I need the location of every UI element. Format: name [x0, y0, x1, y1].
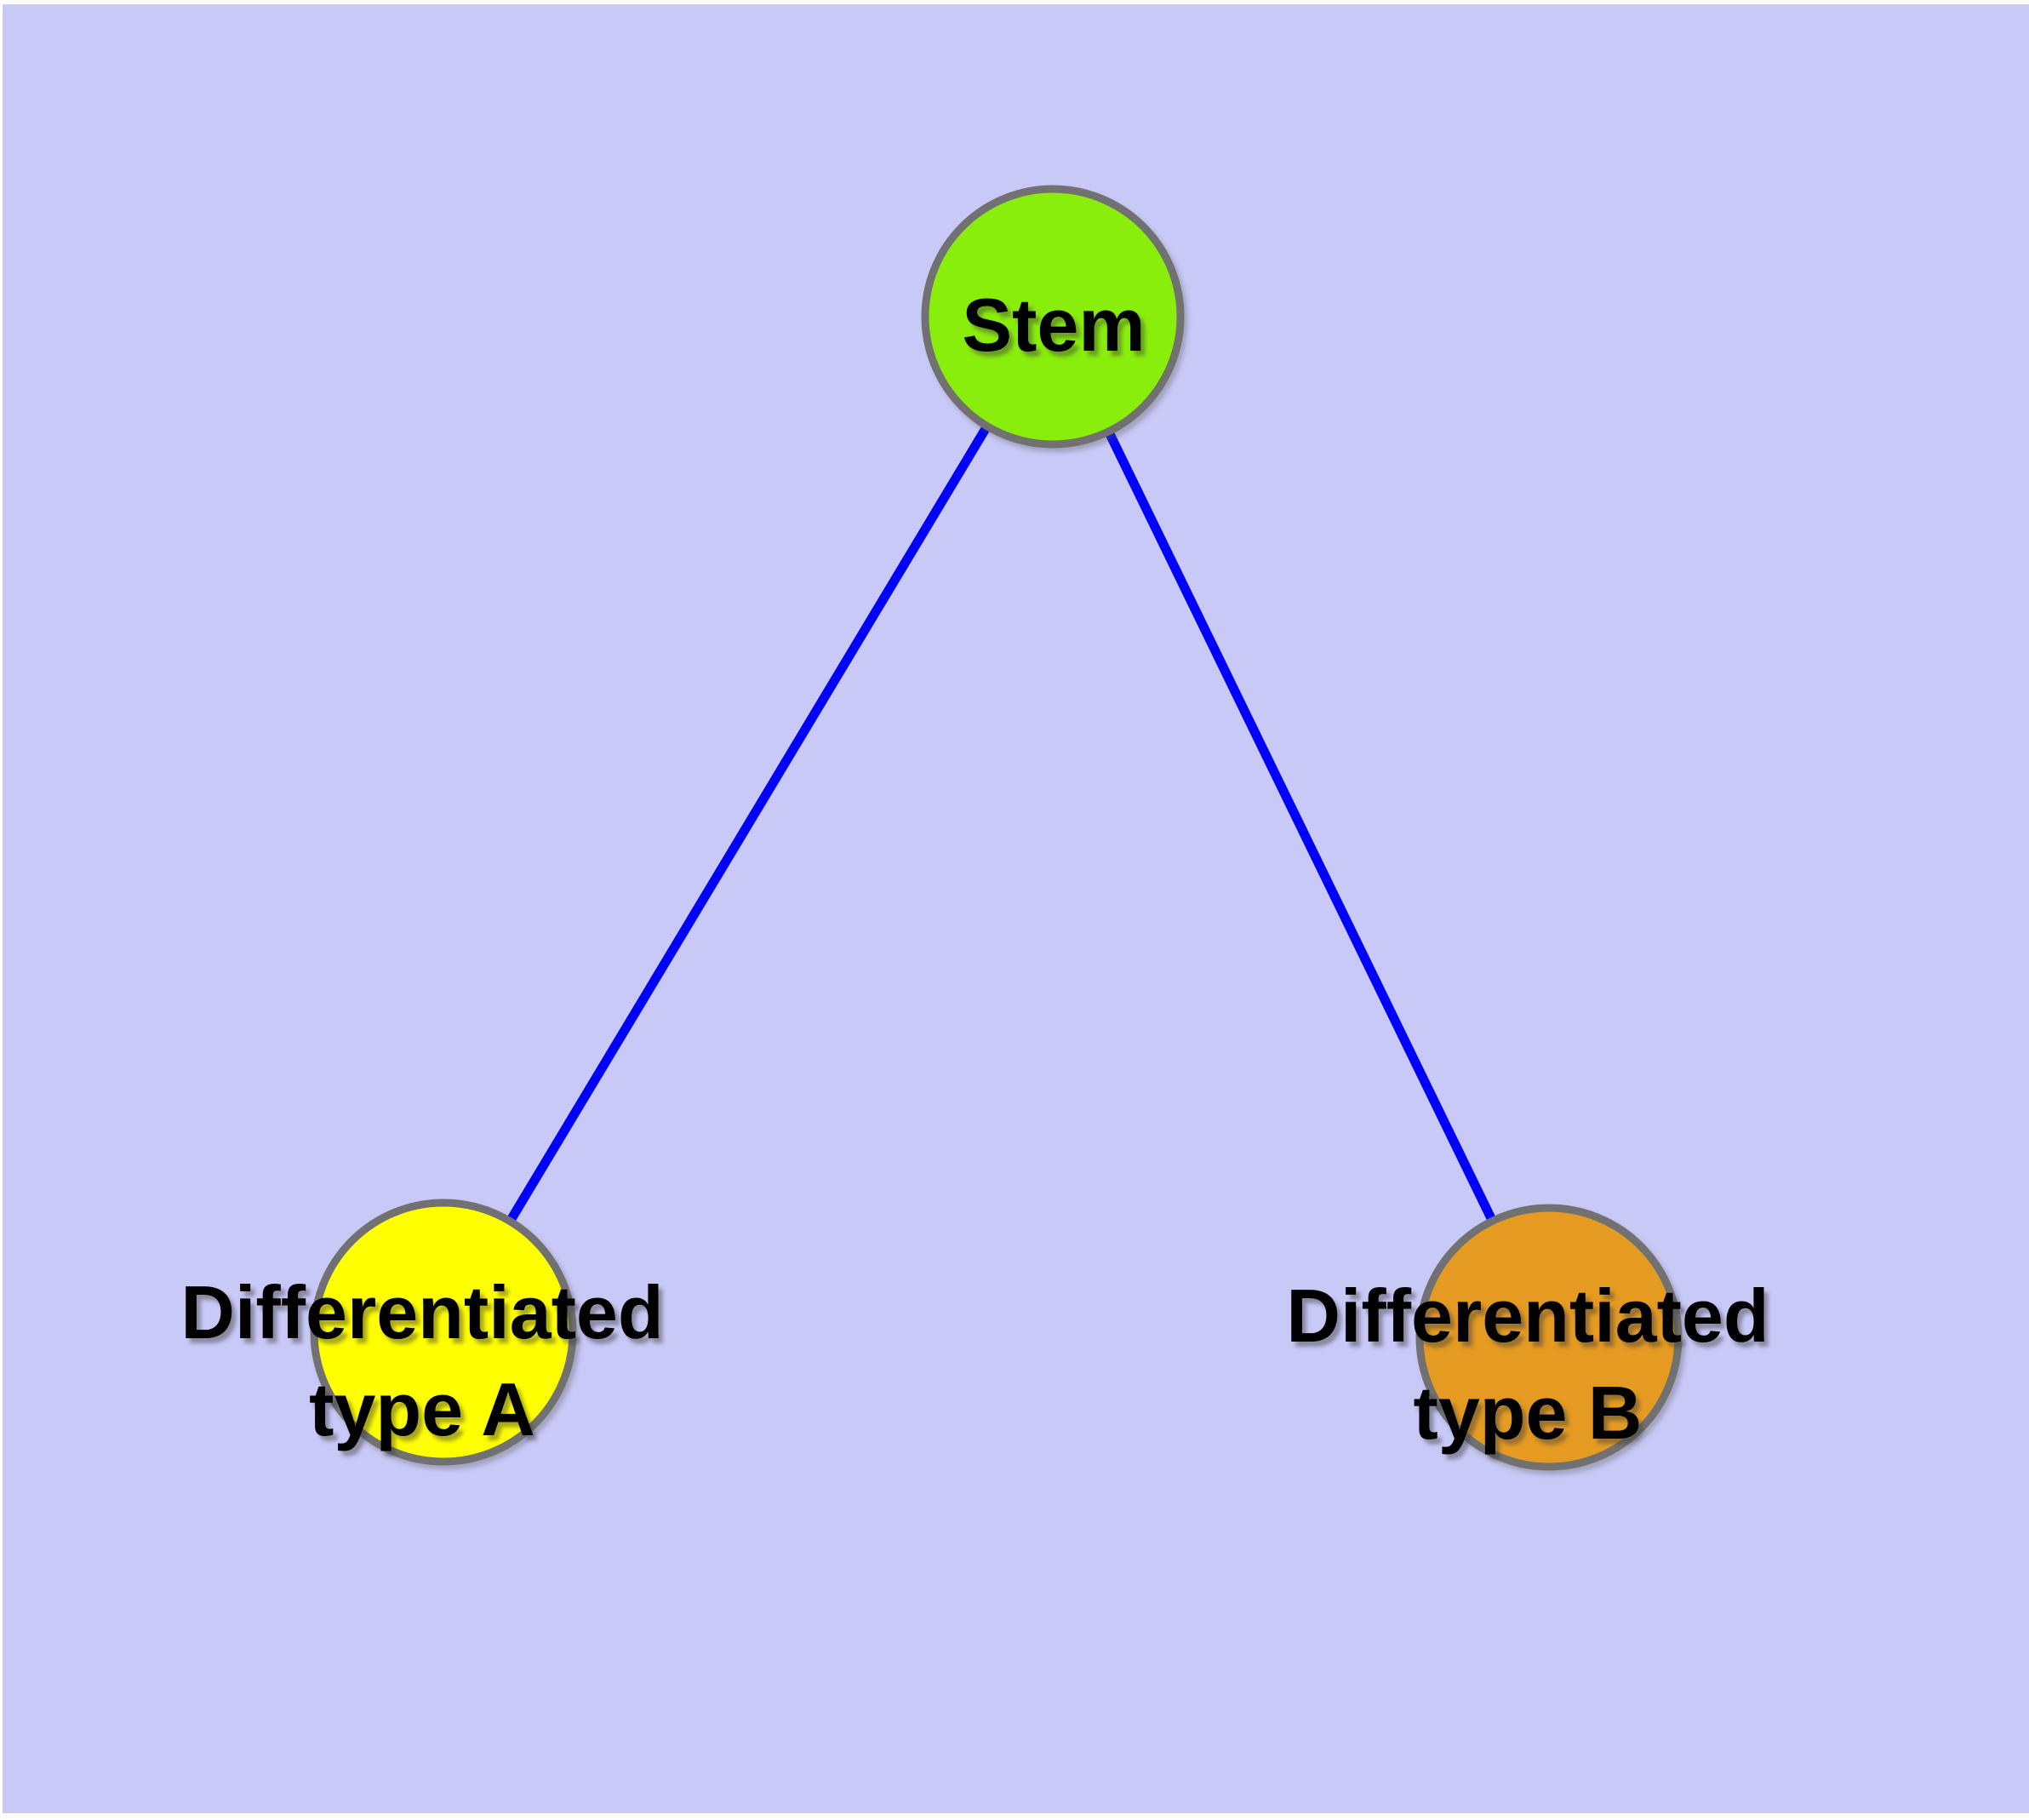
node-type-b-circle [1415, 1204, 1683, 1471]
node-type-a-label-line1: Differentiated [180, 1270, 664, 1354]
node-type-b-label-line2: type B [1413, 1371, 1643, 1455]
edge-stem-to-type-a [438, 312, 1058, 1337]
node-stem-label: Stem [962, 277, 1145, 374]
edge-stem-to-type-b [1048, 312, 1554, 1342]
node-stem-circle [921, 185, 1185, 449]
node-type-a-circle [310, 1199, 577, 1466]
node-type-a-label: Differentiated type A [180, 1264, 663, 1458]
node-type-b-label-line1: Differentiated [1286, 1273, 1769, 1358]
node-type-a-label-line2: type A [309, 1367, 535, 1451]
node-stem-label-text: Stem [962, 283, 1146, 367]
node-type-b-label: Differentiated type B [1286, 1268, 1769, 1462]
